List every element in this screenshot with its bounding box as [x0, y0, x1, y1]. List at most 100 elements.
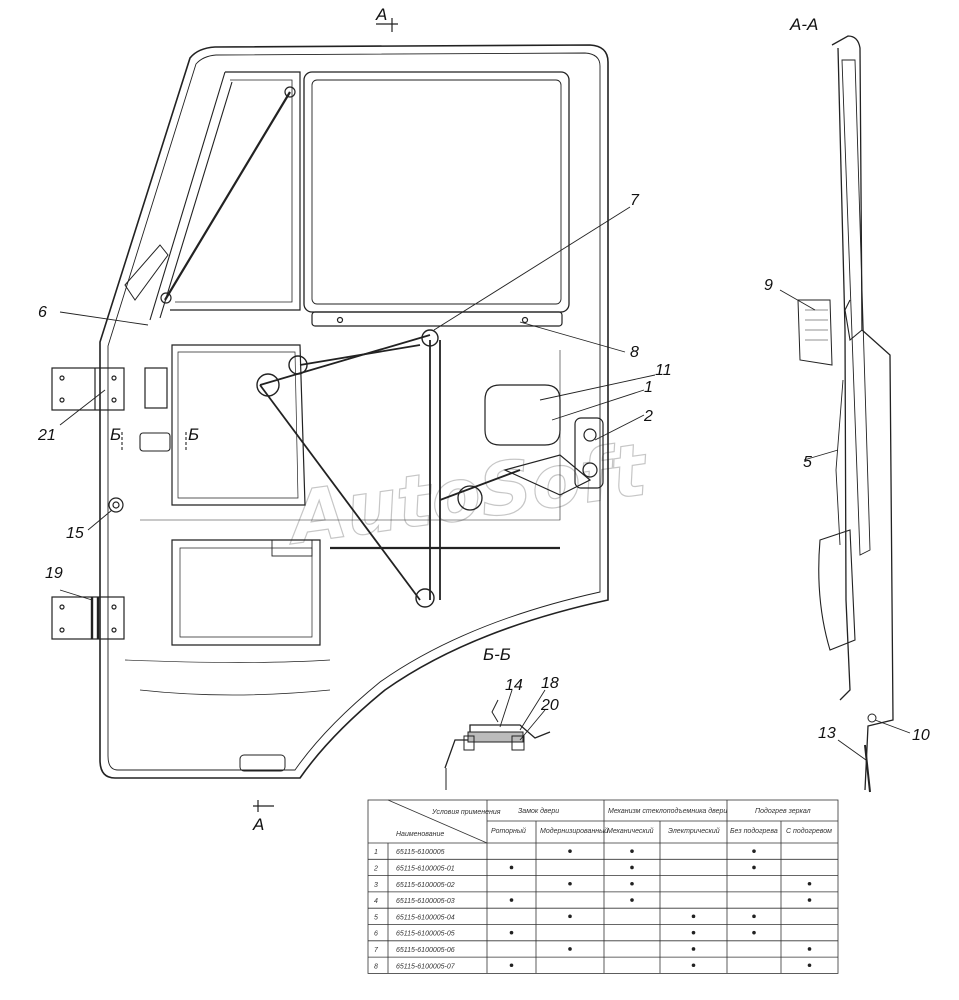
table-group-mirror: Подогрев зеркал: [755, 807, 811, 815]
glass-rail: [311, 311, 563, 327]
callout-19: 19: [45, 565, 63, 582]
table-row: 2 65115-6100005-01: [373, 865, 756, 872]
window-regulator: [256, 329, 592, 608]
table-row-name: 65115-6100005-01: [396, 865, 455, 872]
table-mark-dot: [691, 930, 696, 935]
lock-mechanism: [484, 384, 604, 489]
table-mark-dot: [568, 947, 572, 951]
upper-hinge: [51, 367, 168, 411]
table-group-regulator: Механизм стеклоподъемника двери: [608, 807, 727, 815]
table-mark-dot: [752, 849, 756, 853]
table-row: 5 65115-6100005-04: [374, 914, 756, 921]
section-bb-title: Б-Б: [483, 645, 511, 664]
table-row-index: 7: [374, 947, 379, 954]
table-mark-dot: [807, 963, 812, 968]
table-row: 7 65115-6100005-06: [374, 947, 812, 954]
door-outline: [99, 44, 609, 779]
table-row-index: 5: [374, 914, 378, 921]
table-row-name: 65115-6100005-03: [396, 898, 455, 905]
table-mark-dot: [509, 930, 514, 935]
table-row-index: 8: [374, 963, 378, 970]
table-mark-dot: [509, 865, 514, 870]
table-mark-dot: [630, 865, 634, 870]
section-marks: A A A-A Б-Б Б Б: [110, 5, 818, 834]
table-subcol-heated: С подогревом: [786, 827, 832, 835]
callout-15: 15: [66, 525, 84, 542]
callout-labels: 1 2 5 6 7 8 9 10 11 13 14 15 18 19 20 21: [37, 192, 930, 744]
table-row-name: 65115-6100005-07: [396, 963, 456, 970]
table-row-index: 4: [374, 898, 378, 905]
table-row-index: 6: [374, 931, 378, 938]
section-a-bottom-label: A: [252, 815, 264, 834]
table-group-lock: Замок двери: [518, 807, 559, 815]
table-row: 8 65115-6100005-07: [374, 963, 812, 970]
table-mark-dot: [568, 849, 572, 853]
table-subcol-no-heating: Без подогрева: [730, 827, 778, 835]
table-row-index: 2: [373, 865, 378, 872]
callout-8: 8: [630, 344, 639, 361]
table-row: 1 65115-6100005: [374, 849, 756, 856]
table-mark-dot: [630, 849, 634, 853]
section-aa: [797, 35, 894, 793]
callouts: [59, 206, 911, 761]
table-row-name: 65115-6100005: [396, 849, 445, 856]
table-subcol-mechanical: Механический: [607, 827, 654, 835]
table-mark-dot: [691, 914, 696, 919]
table-mark-dot: [630, 898, 634, 902]
callout-20: 20: [540, 697, 559, 714]
table-mark-dot: [691, 947, 696, 951]
table-mark-dot: [752, 930, 756, 935]
table-corner-top: Условия применения: [431, 809, 501, 816]
table-corner-bottom: Наименование: [396, 831, 444, 838]
table-mark-dot: [630, 881, 634, 886]
table-mark-dot: [807, 881, 812, 886]
table-subcol-electric: Электрический: [668, 827, 720, 835]
table-mark-dot: [568, 914, 572, 919]
table-row: 4 65115-6100005-03: [374, 898, 812, 905]
callout-13: 13: [818, 725, 836, 742]
table-mark-dot: [568, 881, 572, 886]
table-row-name: 65115-6100005-05: [396, 931, 455, 938]
section-a-top-label: A: [375, 5, 387, 24]
lower-hinge: [51, 596, 125, 640]
table-subcol-modernized: Модернизированный: [540, 827, 608, 835]
section-b-right-label: Б: [188, 425, 199, 444]
table-mark-dot: [807, 898, 812, 902]
table-row-index: 1: [374, 849, 378, 856]
table-subcol-rotary: Роторный: [491, 827, 526, 835]
window-frame: [149, 71, 570, 321]
table-mark-dot: [752, 914, 756, 919]
callout-10: 10: [912, 727, 930, 744]
table-mark-dot: [509, 963, 514, 968]
callout-2: 2: [643, 408, 653, 425]
table-row-name: 65115-6100005-04: [396, 914, 455, 921]
table-row-name: 65115-6100005-02: [396, 882, 455, 889]
bb-bracket: [121, 432, 187, 452]
table-mark-dot: [752, 865, 756, 870]
table-mark-dot: [807, 947, 812, 951]
table-row: 3 65115-6100005-02: [374, 881, 812, 889]
callout-9: 9: [764, 277, 773, 294]
callout-5: 5: [803, 454, 812, 471]
table-row-name: 65115-6100005-06: [396, 947, 455, 954]
mirror-rod: [124, 86, 296, 304]
application-table: Условия применения Наименование Замок дв…: [367, 799, 839, 974]
callout-1: 1: [644, 379, 653, 396]
callout-6: 6: [38, 304, 47, 321]
section-bb: [444, 699, 551, 790]
table-mark-dot: [691, 963, 696, 968]
table-row-index: 3: [374, 882, 378, 889]
callout-14: 14: [505, 677, 523, 694]
watermark: AutoSoft: [280, 427, 654, 561]
table-row: 6 65115-6100005-05: [374, 931, 756, 938]
door-check-plug: [108, 497, 124, 513]
callout-11: 11: [655, 362, 672, 379]
section-b-left-label: Б: [110, 425, 121, 444]
section-aa-title: A-A: [789, 15, 818, 34]
callout-21: 21: [37, 427, 56, 444]
inner-panel: [124, 344, 561, 772]
table-mark-dot: [509, 898, 514, 902]
callout-7: 7: [630, 192, 640, 209]
callout-18: 18: [541, 675, 559, 692]
